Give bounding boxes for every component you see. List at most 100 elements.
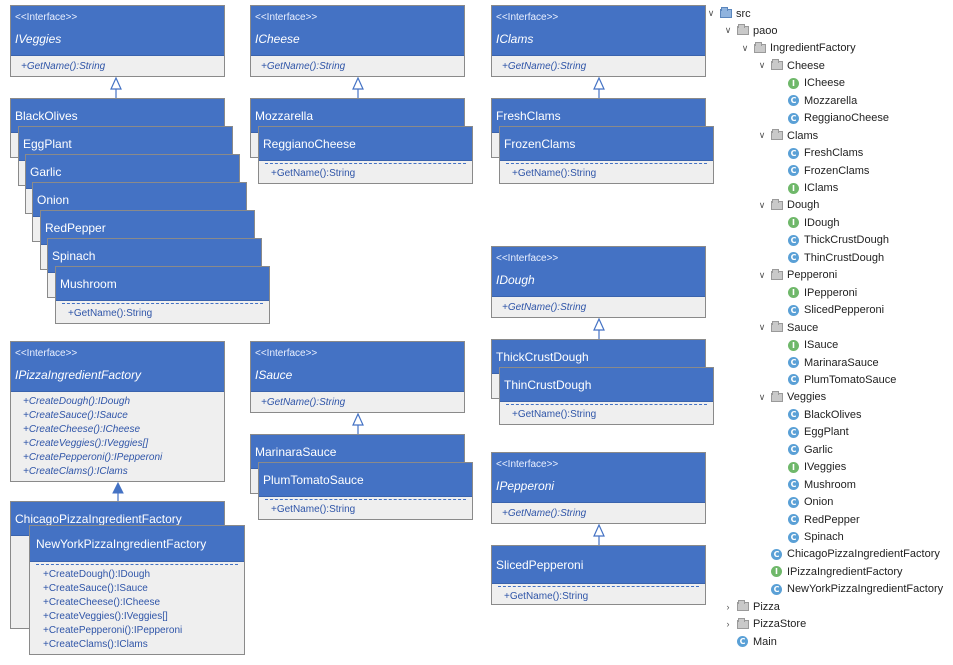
tree-node-label: EggPlant [804,426,849,439]
interface-iveggies[interactable]: <<Interface>> IVeggies +GetName():String [10,5,225,77]
chevron-down-icon[interactable]: ∨ [758,322,766,333]
class-icon: C [788,95,799,107]
interface-isauce[interactable]: <<Interface>> ISauce +GetName():String [250,341,465,413]
interface-icon: I [788,287,799,299]
class-mushroom[interactable]: Mushroom +GetName():String [55,266,270,324]
class-icon: C [788,531,799,543]
tree-node[interactable]: ›Pizza [723,598,780,615]
class-slicedpepperoni[interactable]: SlicedPepperoni +GetName():String [491,545,706,605]
class-name: ChicagoPizzaIngredientFactory [15,512,182,526]
tree-node-label: paoo [753,24,778,37]
class-thincrustdough[interactable]: ThinCrustDough +GetName():String [499,367,714,425]
chevron-down-icon[interactable]: ∨ [758,60,766,71]
chevron-down-icon[interactable]: ∨ [758,199,766,210]
interface-iclams[interactable]: <<Interface>> IClams +GetName():String [491,5,706,77]
tree-node-label: ICheese [804,77,845,90]
tree-node-label: IPizzaIngredientFactory [787,565,903,578]
method-getname: +GetName():String [68,308,153,319]
tree-node[interactable]: ∨ src [706,5,751,22]
class-name: FrozenClams [504,137,576,151]
class-name: PlumTomatoSauce [263,473,364,487]
method-createcheese: +CreateCheese():ICheese [43,597,161,608]
tree-node[interactable]: I ICheese [774,75,845,92]
chevron-down-icon[interactable]: ∨ [707,8,715,18]
interface-ipizzaingredientfactory[interactable]: <<Interface>> IPizzaIngredientFactory +C… [10,341,225,482]
method-getname: +GetName():String [271,168,356,179]
stereotype-label: <<Interface>> [255,12,318,23]
interface-icheese[interactable]: <<Interface>> ICheese +GetName():String [250,5,465,77]
folder-icon [771,390,783,402]
tree-node-label: src [736,7,751,20]
chevron-down-icon[interactable]: ∨ [758,269,766,280]
class-frozenclams[interactable]: FrozenClams +GetName():String [499,126,714,184]
interface-icon: I [788,182,799,194]
tree-node-label: Cheese [787,59,825,72]
class-icon: C [788,234,799,246]
method-getname: +GetName():String [502,61,587,72]
interface-idough[interactable]: <<Interface>> IDough +GetName():String [491,246,706,318]
tree-node[interactable]: ›PizzaStore [723,616,806,633]
interface-ipepperoni[interactable]: <<Interface>> IPepperoni +GetName():Stri… [491,452,706,524]
tree-node-label: IngredientFactory [770,42,856,55]
class-icon: C [788,409,799,421]
chevron-down-icon[interactable]: ∨ [741,42,749,53]
chevron-down-icon[interactable]: ∨ [724,25,732,36]
class-name: Mushroom [60,277,117,291]
main-class-icon: C [737,636,748,648]
chevron-down-icon[interactable]: ∨ [758,130,766,141]
tree-node[interactable]: C FreshClams [774,145,863,162]
class-icon: C [788,304,799,316]
class-newyorkpizzaingredientfactory[interactable]: NewYorkPizzaIngredientFactory +CreateDou… [29,525,245,655]
chevron-right-icon[interactable]: › [726,619,730,630]
class-icon: C [788,147,799,159]
method-createcheese: +CreateCheese():ICheese [23,424,141,435]
method-getname: +GetName():String [261,61,346,72]
tree-node[interactable]: ∨Dough [757,197,819,214]
interface-icon: I [788,217,799,229]
class-reggianocheese[interactable]: ReggianoCheese +GetName():String [258,126,473,184]
tree-node-label: Pepperoni [787,269,838,282]
tree-node[interactable]: ∨ paoo [723,22,777,39]
method-getname: +GetName():String [21,61,106,72]
chevron-down-icon[interactable]: ∨ [758,391,766,402]
tree-node[interactable]: ∨ Cheese [757,57,825,74]
tree-node[interactable]: ∨Sauce [757,319,818,336]
stereotype-label: <<Interface>> [255,348,318,359]
method-createclams: +CreateClams():IClams [43,639,148,650]
class-name: ThinCrustDough [504,378,592,392]
tree-node[interactable]: ∨ Pepperoni [757,267,837,284]
class-plumtomatosauce[interactable]: PlumTomatoSauce +GetName():String [258,462,473,520]
tree-node[interactable]: ∨Clams [757,127,818,144]
chevron-right-icon[interactable]: › [726,601,730,612]
interface-icon: I [788,77,799,89]
tree-node[interactable]: ∨Veggies [757,389,826,406]
method-getname: +GetName():String [271,504,356,515]
tree-node-label: FreshClams [804,147,864,160]
tree-node[interactable]: ∨ IngredientFactory [740,40,856,57]
